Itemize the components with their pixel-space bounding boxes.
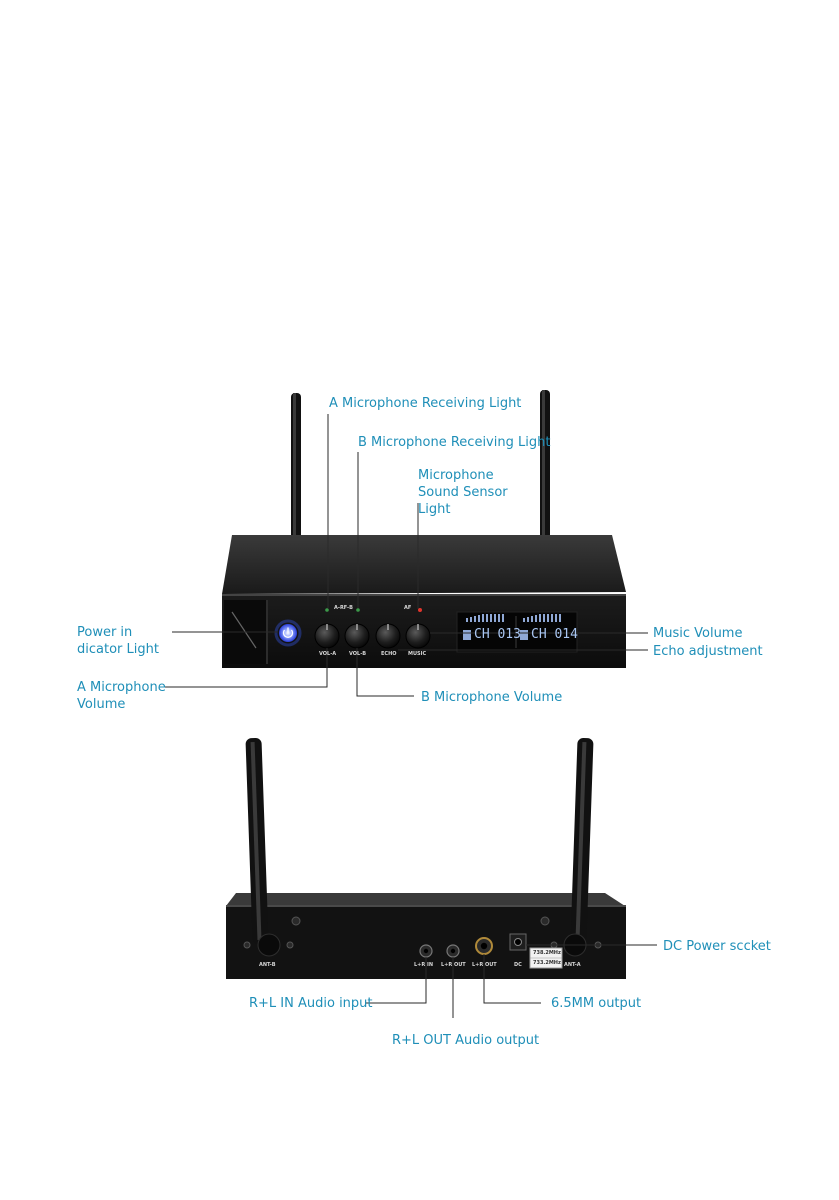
front-receiver (222, 390, 626, 668)
lr-out-jack[interactable] (446, 944, 460, 958)
port-label-lr-out: L+R OUT (441, 962, 466, 968)
callout-lines (165, 414, 657, 1018)
callout-rl-in-audio-input: R+L IN Audio input (249, 996, 373, 1011)
a-receive-led (325, 608, 329, 612)
port-label-dc: DC (514, 962, 522, 968)
callout-six-five-mm-output: 6.5MM output (551, 996, 642, 1011)
sticker-freq-1: 738.2MHz (533, 950, 561, 956)
music-knob[interactable] (405, 623, 431, 649)
display-channel-a: CH 013 (474, 627, 521, 642)
callout-music-volume: Music Volume (653, 626, 743, 641)
callout-rl-out-audio-output: R+L OUT Audio output (392, 1033, 540, 1048)
indicator-label: A-RF-B (334, 605, 353, 611)
knob-label-music: MUSIC (408, 651, 427, 657)
callout-a-mic-volume: A Microphone Volume (77, 680, 166, 712)
port-label-lr-in: L+R IN (414, 962, 434, 968)
callout-b-mic-receiving-light: B Microphone Receiving Light (358, 435, 551, 450)
port-label-ant-b: ANT-B (259, 962, 276, 968)
six-five-mm-jack[interactable] (475, 937, 493, 955)
port-label-ant-a: ANT-A (564, 962, 581, 968)
echo-knob[interactable] (375, 623, 401, 649)
display-channel-b: CH 014 (531, 627, 578, 642)
lr-in-jack[interactable] (419, 944, 433, 958)
b-receive-led (356, 608, 360, 612)
callout-dc-power-socket: DC Power sccket (663, 939, 771, 954)
front-top-face (222, 535, 626, 594)
af-label: AF (404, 605, 412, 611)
knob-label-vol-b: VOL-B (349, 651, 367, 657)
af-sensor-led (418, 608, 422, 612)
callout-power-indicator-light: Power in dicator Light (77, 625, 159, 657)
knob-label-vol-a: VOL-A (319, 651, 337, 657)
vol-a-knob[interactable] (314, 623, 340, 649)
vol-b-knob[interactable] (344, 623, 370, 649)
sticker-freq-2: 733.2MHz (533, 960, 561, 966)
power-button[interactable] (279, 624, 297, 642)
knob-label-echo: ECHO (381, 651, 397, 657)
callout-echo-adjustment: Echo adjustment (653, 644, 763, 659)
callout-mic-sound-sensor-light: Microphone Sound Sensor Light (418, 468, 508, 517)
callout-a-mic-receiving-light: A Microphone Receiving Light (329, 396, 522, 411)
rear-receiver (226, 737, 626, 979)
port-label-lr-out-2: L+R OUT (472, 962, 497, 968)
callout-b-mic-volume: B Microphone Volume (421, 690, 563, 705)
